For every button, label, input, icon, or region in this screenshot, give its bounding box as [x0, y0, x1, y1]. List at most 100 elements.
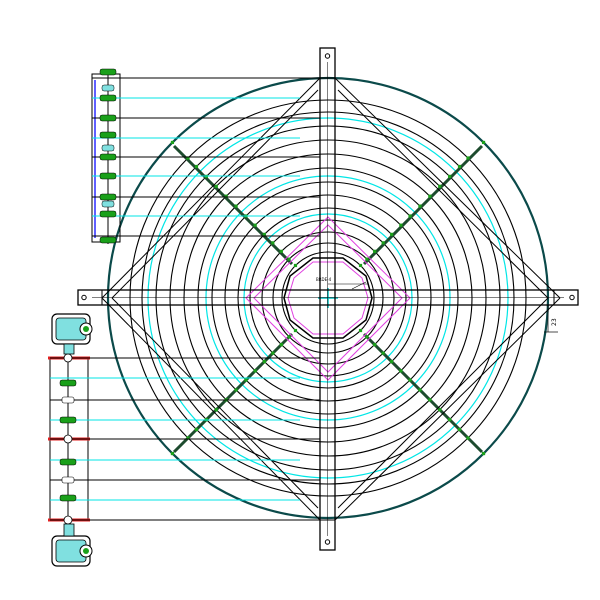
spacer: [61, 396, 75, 404]
diamond-braces: [101, 77, 561, 521]
spoke-clip: [481, 140, 486, 145]
spoke-clip: [438, 408, 442, 412]
spoke-clip: [481, 451, 486, 456]
clamp: [59, 416, 77, 424]
cyan-ring: [205, 175, 451, 421]
spoke-clip: [186, 436, 190, 440]
bolt: [63, 353, 73, 363]
spoke-clip: [358, 328, 363, 333]
clamp: [99, 114, 117, 122]
spoke-clip: [457, 164, 462, 169]
spoke-clip: [381, 241, 385, 245]
spoke-clip: [390, 232, 394, 236]
spoke-clip: [262, 360, 266, 364]
spoke-clip: [438, 184, 442, 188]
spoke-clip: [390, 360, 394, 364]
concentric-wire-rings: [106, 76, 550, 520]
spoke-clip: [186, 156, 190, 160]
spoke-clip: [408, 214, 412, 218]
wire-ring: [237, 207, 419, 389]
spoke-clip: [418, 204, 422, 208]
cyan-ring: [243, 213, 413, 383]
horizontal-strut: [77, 289, 579, 306]
hub-radius-arrow: [351, 281, 367, 290]
spoke-clip: [253, 369, 257, 373]
spoke-clip: [448, 418, 452, 422]
clamp: [59, 458, 77, 466]
wire-ring: [211, 181, 445, 415]
brace-inner-tl: [111, 89, 319, 299]
spoke-clip: [381, 351, 385, 355]
clamp: [59, 379, 77, 387]
spoke-clip: [428, 194, 432, 198]
spacer: [61, 476, 75, 484]
strut-top-hole: [324, 53, 331, 59]
brace-top-left: [101, 77, 321, 299]
clamp: [99, 236, 117, 244]
spoke-clip: [214, 184, 218, 188]
hub-annotation: BRDE-4: [316, 277, 332, 282]
spoke-clip: [271, 351, 275, 355]
wire-ring: [224, 194, 432, 402]
side-dimension-value: 23: [551, 318, 558, 326]
motor-top: [51, 313, 93, 355]
spoke-clip: [262, 232, 266, 236]
clamp: [99, 94, 117, 102]
wire-ring: [197, 167, 459, 429]
brace-inner-bl: [111, 297, 319, 509]
spoke-clip: [194, 164, 199, 169]
wire-ring: [249, 219, 407, 377]
side-view-bottom: [48, 350, 320, 530]
spacer: [101, 200, 115, 208]
spoke-clip: [466, 436, 470, 440]
strut-bottom-hole: [324, 539, 331, 545]
wire-ring: [272, 242, 384, 354]
spoke-clip: [399, 369, 403, 373]
spoke-clip: [448, 174, 452, 178]
wire-ring: [183, 153, 473, 443]
bolt: [63, 515, 73, 525]
strut-right-hole: [569, 294, 575, 301]
spoke-clip: [373, 343, 377, 347]
clamp: [99, 131, 117, 139]
clamp: [99, 68, 117, 76]
spoke-clip: [194, 427, 199, 432]
wire-ring: [155, 125, 501, 471]
spoke-clip: [234, 204, 238, 208]
spoke-clip: [293, 263, 298, 268]
brace-bottom-left: [101, 297, 321, 521]
bolt: [63, 434, 73, 444]
spoke-clip: [287, 257, 291, 261]
spoke-nw: [172, 144, 294, 266]
cyan-ring: [147, 117, 509, 479]
spacer: [101, 144, 115, 152]
spoke-clip: [279, 343, 283, 347]
spoke-clip: [170, 451, 175, 456]
spoke-clip: [358, 263, 363, 268]
wire-ring: [281, 251, 375, 345]
spoke-clip: [234, 388, 238, 392]
vertical-strut-bar: [319, 47, 336, 551]
spacer: [101, 84, 115, 92]
spoke-clip: [373, 249, 377, 253]
spoke-clip: [408, 378, 412, 382]
spoke-clip: [365, 335, 369, 339]
motor-bottom: [51, 523, 93, 567]
clamp: [59, 494, 77, 502]
spoke-clip: [224, 194, 228, 198]
wire-ring: [141, 111, 515, 485]
spoke-clip: [466, 156, 470, 160]
spoke-clip: [287, 335, 291, 339]
side-view-top: [91, 68, 320, 244]
spoke-clip: [253, 223, 257, 227]
spoke-clip: [244, 378, 248, 382]
brace-bottom-right: [334, 297, 561, 521]
strut-left-hole: [81, 294, 87, 301]
inner-guard-diamond: [245, 216, 411, 381]
clamp: [99, 193, 117, 201]
clamp: [99, 172, 117, 180]
spoke-clip: [428, 398, 432, 402]
spoke-clip: [170, 140, 175, 145]
side-dimension: 23: [544, 305, 558, 333]
